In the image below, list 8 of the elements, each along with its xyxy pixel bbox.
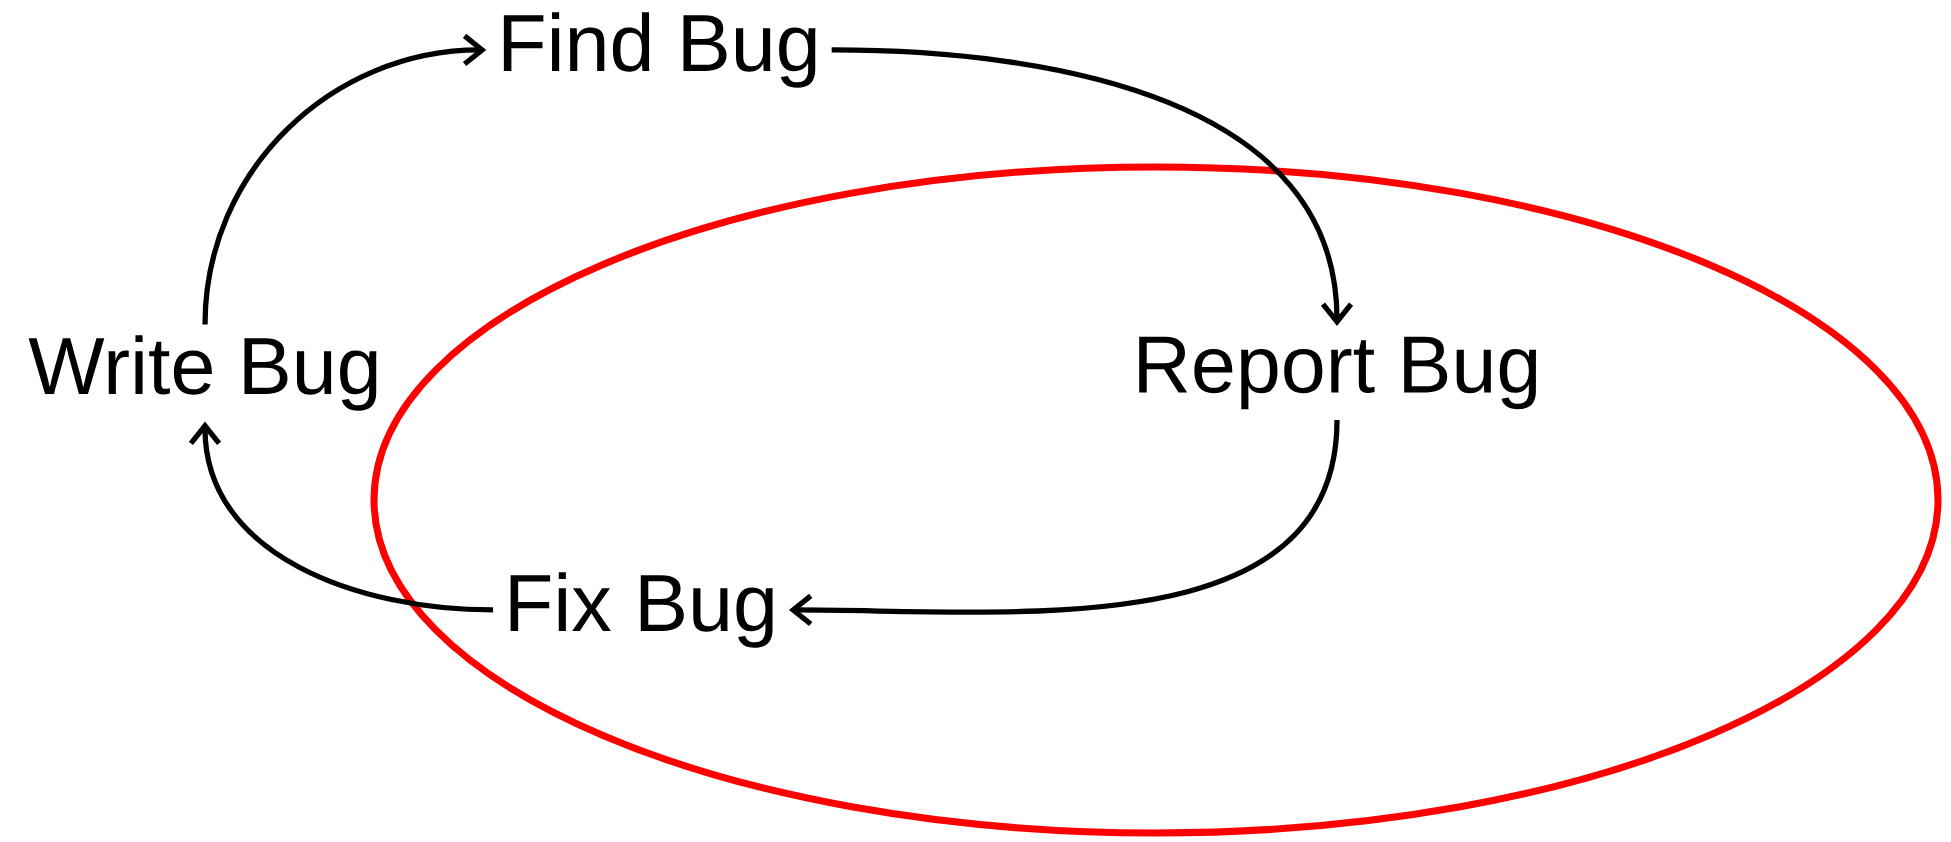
node-label: Write Bug: [28, 335, 377, 411]
arrow: [831, 47, 1354, 326]
node-label: Report Bug: [1139, 336, 1537, 410]
node-label: Fix Bug: [510, 572, 773, 648]
arrow: [202, 33, 487, 325]
arrow: [788, 419, 1340, 627]
node-label: Find Bug: [503, 12, 816, 88]
arrow: [188, 421, 494, 613]
